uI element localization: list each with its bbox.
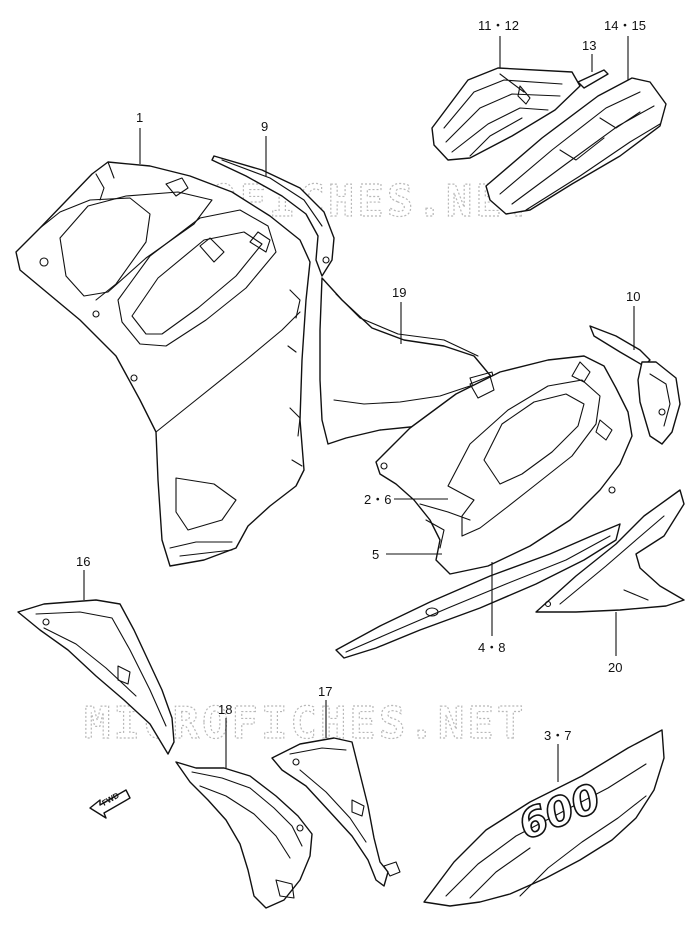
part-strip-13 [577, 69, 609, 89]
callout-11-12: 11・12 [478, 18, 519, 33]
part-panel-16 [17, 599, 175, 755]
callout-20: 20 [608, 660, 622, 675]
part-side-fin-20 [535, 489, 685, 613]
part-vent-left [431, 67, 581, 161]
part-vent-right [485, 77, 667, 215]
callout-4-8: 4・8 [478, 640, 505, 655]
callout-18: 18 [218, 702, 232, 717]
callout-16: 16 [76, 554, 90, 569]
callout-9: 9 [261, 119, 268, 134]
part-panel-17 [271, 737, 401, 887]
callout-13: 13 [582, 38, 596, 53]
part-trim-strip-9 [211, 155, 335, 277]
callout-10: 10 [626, 289, 640, 304]
callout-19: 19 [392, 285, 406, 300]
callout-5: 5 [372, 547, 379, 562]
callout-17: 17 [318, 684, 332, 699]
fwd-arrow-icon: FWD [89, 789, 131, 819]
part-panel-18 [175, 761, 313, 909]
part-lower-trim [335, 523, 621, 659]
part-side-cover-10 [589, 325, 681, 445]
part-side-cowling [15, 161, 311, 567]
part-under-cowling [375, 355, 633, 575]
callout-14-15: 14・15 [604, 18, 646, 33]
callout-3-7: 3・7 [544, 728, 571, 743]
callout-2-6: 2・6 [364, 492, 391, 507]
callout-1: 1 [136, 110, 143, 125]
part-lower-cowl-logo: 600 [423, 729, 665, 907]
leader-lines [83, 36, 635, 782]
